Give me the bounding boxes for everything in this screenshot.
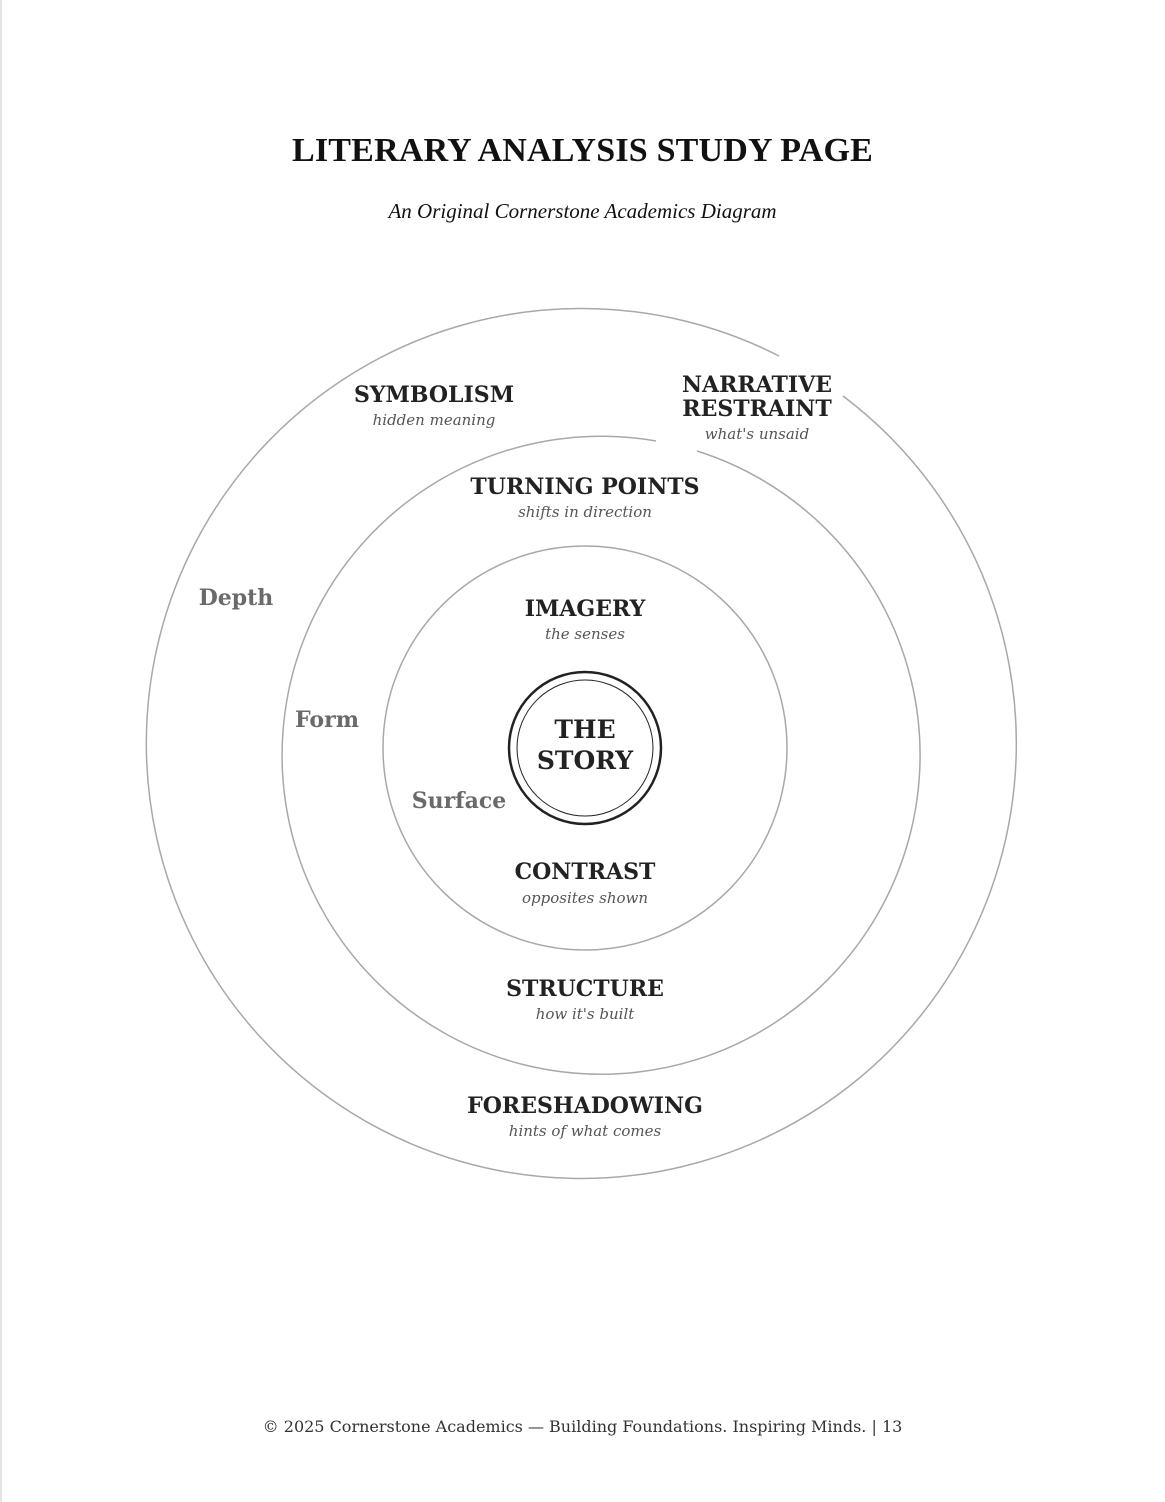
foreshadowing-label: FORESHADOWING (467, 1093, 703, 1119)
page-title: LITERARY ANALYSIS STUDY PAGE (292, 132, 873, 169)
form-ring (281, 435, 921, 1075)
imagery-desc: the senses (545, 625, 625, 643)
story-label-line2: STORY (537, 746, 634, 775)
surface-ring-label: Surface (412, 788, 507, 814)
story-circle-inner (516, 679, 654, 817)
page-footer: © 2025 Cornerstone Academics — Building … (262, 1417, 903, 1436)
surface-ring (382, 545, 788, 951)
page-edge (0, 0, 2, 1502)
contrast-label: CONTRAST (515, 859, 656, 885)
narrative-restraint-label-line2: RESTRAINT (682, 396, 832, 422)
page-subtitle: An Original Cornerstone Academics Diagra… (388, 199, 777, 223)
imagery-label: IMAGERY (525, 596, 646, 622)
structure-desc: how it's built (536, 1005, 636, 1023)
turning-points-desc: shifts in direction (518, 503, 652, 521)
form-ring-label: Form (295, 707, 359, 733)
narrative-restraint-label-line1: NARRATIVE (682, 372, 832, 398)
depth-ring-label: Depth (199, 585, 274, 611)
contrast-desc: opposites shown (522, 889, 648, 907)
symbolism-label: SYMBOLISM (354, 382, 514, 408)
foreshadowing-desc: hints of what comes (509, 1122, 662, 1140)
symbolism-desc: hidden meaning (373, 411, 496, 429)
turning-points-label: TURNING POINTS (470, 474, 699, 500)
depth-ring (145, 307, 1018, 1180)
narrative-restraint-desc: what's unsaid (705, 425, 809, 443)
story-label-line1: THE (554, 715, 615, 744)
story-circle-outer (507, 670, 663, 826)
structure-label: STRUCTURE (506, 976, 664, 1002)
